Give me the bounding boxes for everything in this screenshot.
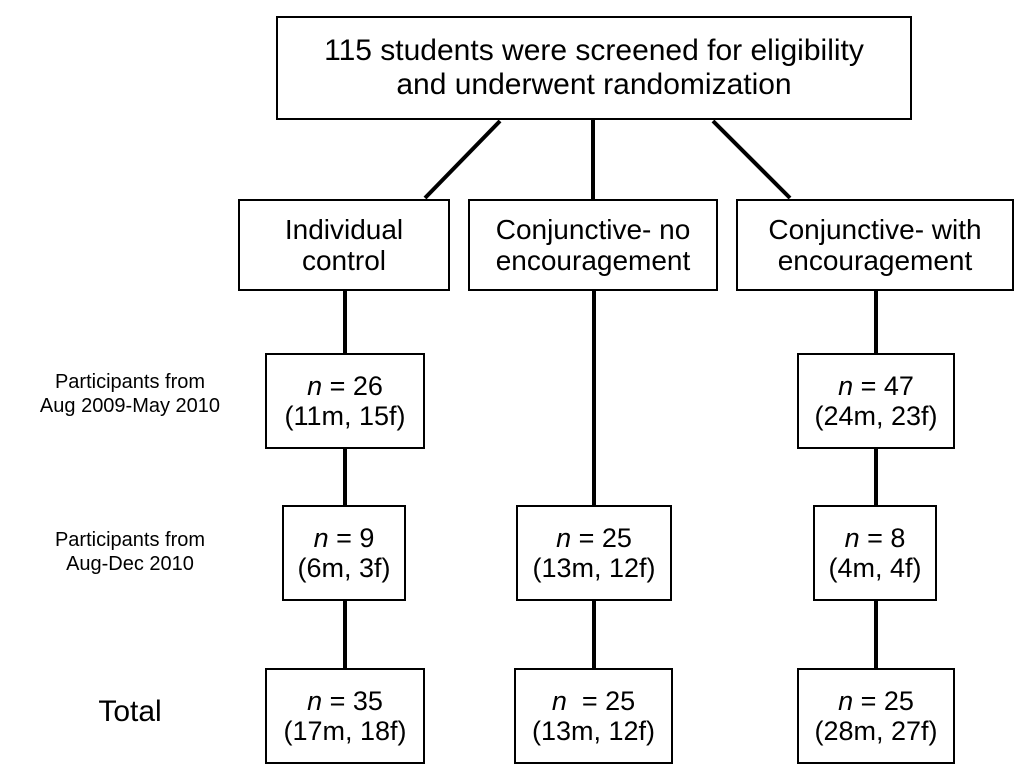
data-box-cohort2-conjunctive-with-encouragement: n = 8 (4m, 4f): [813, 505, 937, 601]
data-box-breakdown: (17m, 18f): [283, 716, 407, 746]
row-label-line-1: Participants from: [54, 371, 206, 393]
connector-group0-to-row0: [343, 290, 347, 355]
row-label-cohort-2: Participants from Aug-Dec 2010: [20, 528, 240, 576]
group-box-line-2: control: [301, 245, 387, 276]
connector-middle-row1-to-row2: [592, 600, 596, 670]
n-symbol: n: [556, 522, 572, 553]
data-box-total-conjunctive-no-encouragement: n = 25 (13m, 12f): [514, 668, 673, 764]
title-box-line-2: and underwent randomization: [396, 68, 792, 101]
n-symbol: n: [844, 522, 860, 553]
data-box-breakdown: (11m, 15f): [284, 401, 406, 431]
n-symbol: n: [307, 685, 323, 716]
group-box-line-2: encouragement: [777, 245, 973, 276]
n-value: = 47: [853, 370, 914, 401]
n-symbol: n: [551, 685, 567, 716]
row-label-line-1: Participants from: [54, 529, 206, 551]
n-symbol: n: [313, 522, 329, 553]
n-value: = 35: [322, 685, 383, 716]
group-box-conjunctive-no-encouragement: Conjunctive- no encouragement: [468, 199, 718, 291]
data-box-breakdown: (28m, 27f): [814, 716, 938, 746]
data-box-cohort1-conjunctive-with-encouragement: n = 47 (24m, 23f): [797, 353, 955, 449]
n-symbol: n: [307, 370, 323, 401]
connector-row0-to-row1: [343, 448, 347, 507]
title-box: 115 students were screened for eligibili…: [276, 16, 912, 120]
row-label-total: Total: [20, 694, 240, 730]
row-label-line-2: Aug-Dec 2010: [66, 553, 194, 575]
n-value: = 25: [566, 685, 636, 716]
n-value: = 25: [571, 522, 632, 553]
row-label-line-1: Total: [98, 695, 162, 728]
data-box-n-line: n = 25: [552, 686, 635, 716]
data-box-n-line: n = 8: [845, 523, 906, 553]
connector-right-row0-to-row1: [874, 448, 878, 507]
connector-group2-to-row0: [874, 290, 878, 355]
data-box-n-line: n = 35: [307, 686, 383, 716]
n-value: = 25: [853, 685, 914, 716]
group-box-line-1: Individual: [284, 213, 404, 245]
data-box-breakdown: (6m, 3f): [297, 553, 391, 583]
n-symbol: n: [838, 370, 854, 401]
data-box-n-line: n = 9: [314, 523, 375, 553]
data-box-n-line: n = 47: [838, 371, 914, 401]
data-box-cohort2-individual-control: n = 9 (6m, 3f): [282, 505, 406, 601]
data-box-breakdown: (24m, 23f): [814, 401, 938, 431]
data-box-n-line: n = 25: [556, 523, 632, 553]
group-box-line-1: Conjunctive- with: [768, 213, 982, 245]
data-box-breakdown: (13m, 12f): [532, 553, 656, 583]
data-box-cohort2-conjunctive-no-encouragement: n = 25 (13m, 12f): [516, 505, 672, 601]
n-value: = 8: [859, 522, 906, 553]
data-box-n-line: n = 26: [307, 371, 383, 401]
connector-right-row1-to-row2: [874, 600, 878, 670]
connector-group1-to-row1: [592, 290, 596, 507]
data-box-breakdown: (13m, 12f): [531, 716, 656, 746]
row-label-cohort-1: Participants from Aug 2009-May 2010: [20, 370, 240, 418]
group-box-line-2: encouragement: [495, 245, 691, 276]
connector-row1-to-row2: [343, 600, 347, 670]
n-value: = 9: [328, 522, 375, 553]
data-box-breakdown: (4m, 4f): [828, 553, 922, 583]
n-value: = 26: [322, 370, 383, 401]
n-symbol: n: [838, 685, 854, 716]
data-box-cohort1-individual-control: n = 26 (11m, 15f): [265, 353, 425, 449]
connector-top-to-group-center: [591, 120, 595, 200]
data-box-total-individual-control: n = 35 (17m, 18f): [265, 668, 425, 764]
group-box-line-1: Conjunctive- no: [495, 213, 691, 245]
data-box-n-line: n = 25: [838, 686, 914, 716]
data-box-total-conjunctive-with-encouragement: n = 25 (28m, 27f): [797, 668, 955, 764]
row-label-line-2: Aug 2009-May 2010: [39, 395, 221, 417]
title-box-line-1: 115 students were screened for eligibili…: [324, 34, 864, 68]
group-box-individual-control: Individual control: [238, 199, 450, 291]
group-box-conjunctive-with-encouragement: Conjunctive- with encouragement: [736, 199, 1014, 291]
